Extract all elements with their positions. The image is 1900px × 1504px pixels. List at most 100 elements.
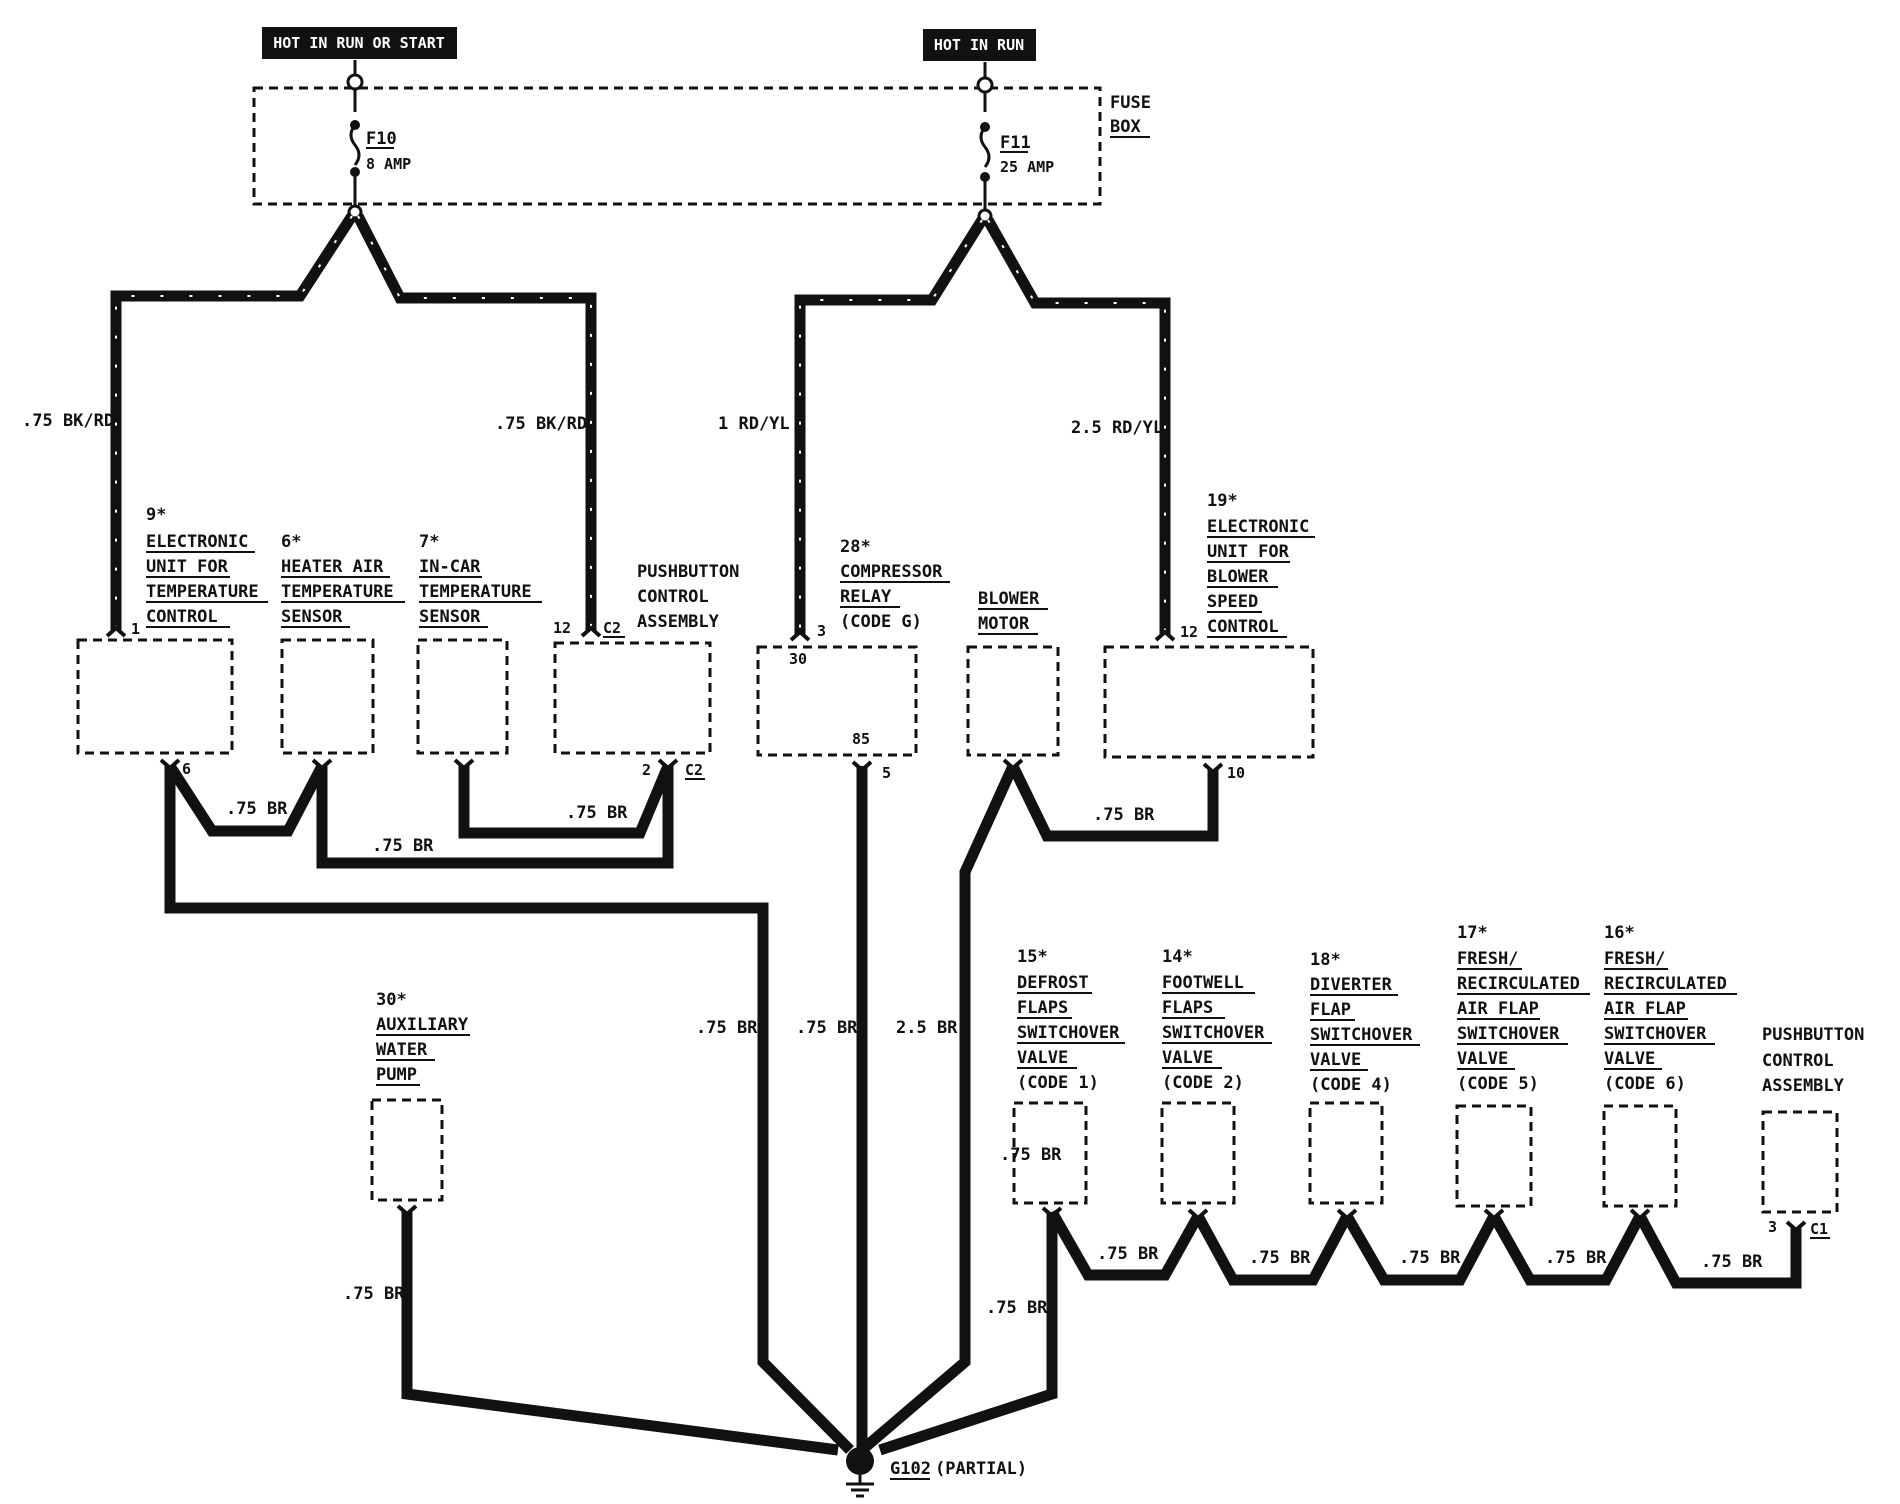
fuse-f11: F11 25 AMP	[976, 62, 1054, 224]
component-defrost-valve: 15* DEFROST FLAPS SWITCHOVER VALVE (CODE…	[1012, 947, 1125, 1205]
wire-label: .75 BR	[1000, 1145, 1062, 1165]
svg-text:TEMPERATURE: TEMPERATURE	[146, 582, 259, 602]
svg-text:HOT IN RUN: HOT IN RUN	[934, 36, 1024, 54]
svg-text:12: 12	[553, 619, 571, 637]
svg-text:9*: 9*	[146, 505, 166, 525]
fuse-box-label: FUSE	[1110, 93, 1151, 113]
svg-text:85: 85	[852, 730, 870, 748]
svg-text:BLOWER: BLOWER	[1207, 567, 1269, 587]
component-fresh-recirc-valve-16: 16* FRESH/ RECIRCULATED AIR FLAP SWITCHO…	[1602, 923, 1737, 1208]
component-diverter-valve: 18* DIVERTER FLAP SWITCHOVER VALVE (CODE…	[1308, 950, 1420, 1205]
wire-label: 1 RD/YL	[718, 414, 790, 434]
svg-text:FLAP: FLAP	[1310, 1000, 1351, 1020]
power-wires	[110, 213, 1171, 634]
svg-text:8 AMP: 8 AMP	[366, 155, 411, 173]
svg-text:MOTOR: MOTOR	[978, 614, 1030, 634]
power-label-left: HOT IN RUN OR START	[262, 27, 457, 59]
ground-g102: G102 (PARTIAL)	[846, 1447, 1027, 1498]
svg-text:PUSHBUTTON: PUSHBUTTON	[1762, 1025, 1864, 1045]
component-compressor-relay: 28* COMPRESSOR RELAY (CODE G) 3 30 85 5	[756, 537, 950, 782]
svg-text:VALVE: VALVE	[1162, 1048, 1213, 1068]
svg-text:14*: 14*	[1162, 947, 1193, 967]
svg-text:15*: 15*	[1017, 947, 1048, 967]
wire-label: .75 BR	[986, 1298, 1048, 1318]
wire-label: .75 BR	[1093, 805, 1155, 825]
svg-text:1: 1	[131, 620, 140, 638]
svg-text:CONTROL: CONTROL	[1762, 1051, 1834, 1071]
svg-text:FRESH/: FRESH/	[1457, 949, 1518, 969]
svg-text:5: 5	[882, 764, 891, 782]
fuse-f10: F10 8 AMP	[346, 60, 411, 220]
svg-text:TEMPERATURE: TEMPERATURE	[419, 582, 532, 602]
svg-text:UNIT FOR: UNIT FOR	[146, 557, 229, 577]
svg-text:SWITCHOVER: SWITCHOVER	[1017, 1023, 1120, 1043]
wire-label: .75 BK/RD	[22, 411, 114, 431]
svg-text:FLAPS: FLAPS	[1162, 998, 1213, 1018]
component-pushbutton-control-2: PUSHBUTTON CONTROL ASSEMBLY 3 C1	[1761, 1025, 1864, 1239]
svg-text:SPEED: SPEED	[1207, 592, 1258, 612]
svg-text:6*: 6*	[281, 532, 301, 552]
component-etc: 9* ELECTRONIC UNIT FOR TEMPERATURE CONTR…	[76, 505, 268, 778]
wire-label: .75 BR	[226, 799, 288, 819]
wire-label: .75 BR	[796, 1018, 858, 1038]
svg-text:6: 6	[182, 760, 191, 778]
svg-text:C2: C2	[603, 619, 621, 637]
svg-text:AUXILIARY: AUXILIARY	[376, 1015, 469, 1035]
connector-terminals	[105, 625, 1807, 1233]
wire-label: .75 BR	[1399, 1248, 1461, 1268]
svg-text:(PARTIAL): (PARTIAL)	[935, 1459, 1027, 1479]
svg-text:BOX: BOX	[1110, 117, 1141, 137]
svg-text:PUMP: PUMP	[376, 1065, 417, 1085]
svg-text:10: 10	[1227, 764, 1245, 782]
svg-text:PUSHBUTTON: PUSHBUTTON	[637, 562, 739, 582]
svg-text:RECIRCULATED: RECIRCULATED	[1457, 974, 1580, 994]
wire-label: .75 BR	[372, 836, 434, 856]
svg-text:(CODE 1): (CODE 1)	[1017, 1073, 1099, 1093]
wire-label: .75 BR	[1545, 1248, 1607, 1268]
ground-wires	[164, 763, 1802, 1456]
wire-label: 2.5 BR	[896, 1018, 958, 1038]
svg-text:SWITCHOVER: SWITCHOVER	[1162, 1023, 1265, 1043]
svg-text:SENSOR: SENSOR	[281, 607, 343, 627]
svg-text:(CODE 6): (CODE 6)	[1604, 1074, 1686, 1094]
svg-text:F11: F11	[1000, 133, 1031, 153]
svg-text:F10: F10	[366, 129, 397, 149]
svg-text:CONTROL: CONTROL	[637, 587, 709, 607]
svg-text:30*: 30*	[376, 990, 407, 1010]
svg-text:CONTROL: CONTROL	[1207, 617, 1279, 637]
svg-text:HOT IN RUN OR START: HOT IN RUN OR START	[273, 34, 445, 52]
svg-text:7*: 7*	[419, 532, 439, 552]
component-blower-motor: BLOWER MOTOR	[966, 589, 1060, 757]
wire-label: .75 BR	[1097, 1244, 1159, 1264]
svg-text:30: 30	[789, 650, 807, 668]
power-label-right: HOT IN RUN	[923, 29, 1036, 61]
wire-label: 2.5 RD/YL	[1071, 418, 1163, 438]
svg-text:SWITCHOVER: SWITCHOVER	[1457, 1024, 1560, 1044]
component-blower-speed-control: 19* ELECTRONIC UNIT FOR BLOWER SPEED CON…	[1103, 491, 1315, 782]
svg-text:17*: 17*	[1457, 923, 1488, 943]
svg-text:SWITCHOVER: SWITCHOVER	[1604, 1024, 1707, 1044]
svg-text:2: 2	[642, 761, 651, 779]
svg-text:3: 3	[817, 622, 826, 640]
component-in-car-sensor: 7* IN-CAR TEMPERATURE SENSOR	[416, 532, 542, 755]
component-fresh-recirc-valve-17: 17* FRESH/ RECIRCULATED AIR FLAP SWITCHO…	[1455, 923, 1590, 1208]
svg-text:19*: 19*	[1207, 491, 1238, 511]
svg-text:C2: C2	[685, 761, 703, 779]
svg-text:28*: 28*	[840, 537, 871, 557]
wire-label: .75 BR	[1701, 1252, 1763, 1272]
svg-text:IN-CAR: IN-CAR	[419, 557, 481, 577]
svg-text:UNIT FOR: UNIT FOR	[1207, 542, 1290, 562]
svg-text:WATER: WATER	[376, 1040, 428, 1060]
svg-text:FOOTWELL: FOOTWELL	[1162, 973, 1244, 993]
svg-text:16*: 16*	[1604, 923, 1635, 943]
svg-text:AIR FLAP: AIR FLAP	[1604, 999, 1686, 1019]
svg-text:ASSEMBLY: ASSEMBLY	[1762, 1076, 1845, 1096]
svg-text:SWITCHOVER: SWITCHOVER	[1310, 1025, 1413, 1045]
svg-text:C1: C1	[1810, 1220, 1828, 1238]
wire-label: .75 BR	[1249, 1248, 1311, 1268]
svg-text:VALVE: VALVE	[1604, 1049, 1655, 1069]
svg-text:VALVE: VALVE	[1017, 1048, 1068, 1068]
svg-text:(CODE G): (CODE G)	[840, 612, 922, 632]
svg-text:(CODE 4): (CODE 4)	[1310, 1075, 1392, 1095]
